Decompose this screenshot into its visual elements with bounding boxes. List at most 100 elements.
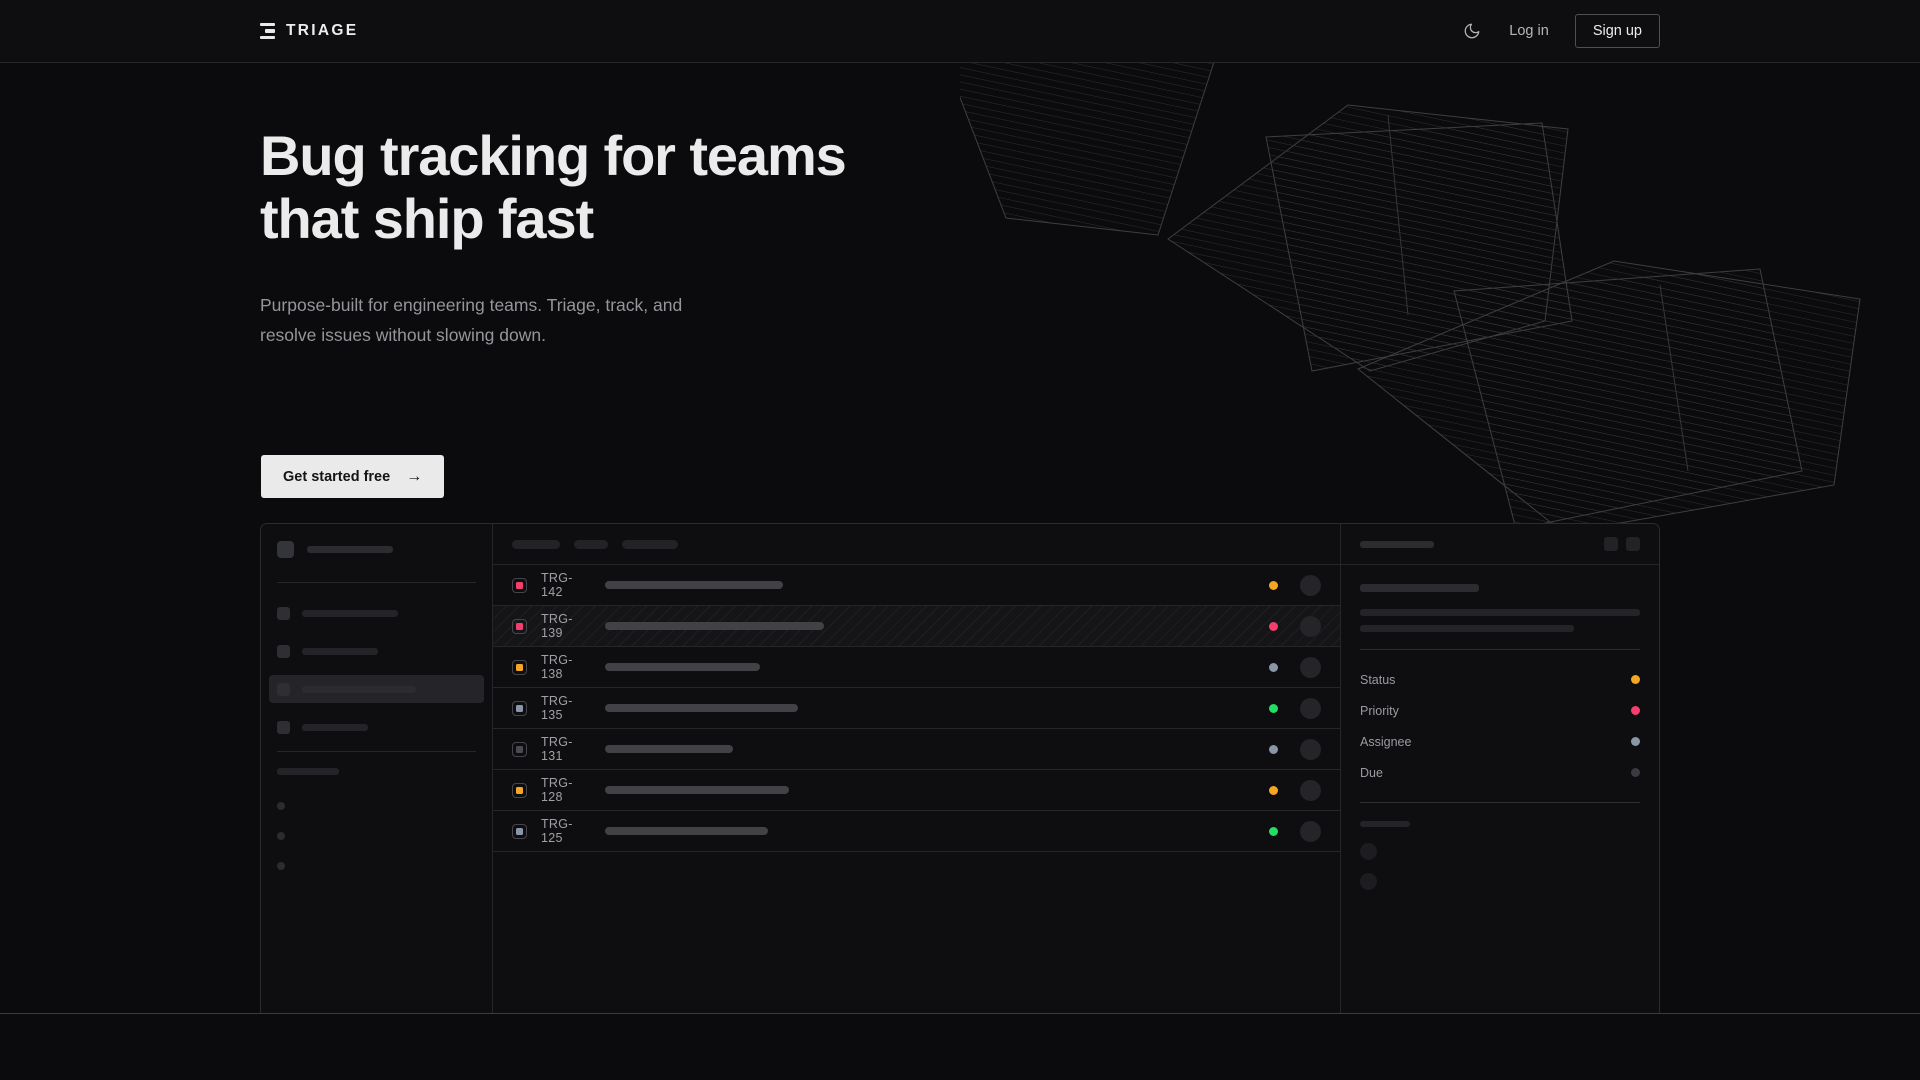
sidebar-sub-item-2[interactable]	[277, 821, 476, 851]
detail-meta-priority[interactable]: Priority	[1360, 695, 1640, 726]
meta-label: Due	[1360, 765, 1383, 780]
avatar[interactable]	[1300, 820, 1321, 842]
issue-title-skeleton	[605, 827, 768, 835]
bullet-icon	[277, 802, 285, 810]
status-badge[interactable]	[512, 577, 527, 593]
status-badge[interactable]	[512, 782, 527, 798]
detail-meta-due[interactable]: Due	[1360, 757, 1640, 788]
signup-button[interactable]: Sign up	[1574, 14, 1660, 48]
activity-avatar-2	[1360, 873, 1377, 890]
sidebar-item-label	[302, 647, 378, 655]
sidebar-item-icon	[277, 720, 290, 734]
table-row[interactable]: TRG-125	[493, 811, 1340, 852]
issue-title-skeleton	[605, 704, 798, 712]
meta-label: Assignee	[1360, 734, 1412, 749]
sidebar-divider-bottom	[277, 751, 476, 752]
sidebar-sub-item-3[interactable]	[277, 851, 476, 881]
sidebar-sub-item-1[interactable]	[277, 791, 476, 821]
sidebar-item-2[interactable]	[269, 637, 484, 665]
table-row[interactable]: TRG-138	[493, 647, 1340, 688]
meta-value-dot	[1631, 737, 1640, 746]
issue-id: TRG-128	[541, 776, 573, 804]
detail-meta-status[interactable]: Status	[1360, 664, 1640, 695]
page-title: Bug tracking for teams that ship fast	[260, 124, 847, 250]
mockup-workspace-switcher[interactable]	[277, 541, 476, 558]
status-badge[interactable]	[512, 741, 527, 757]
login-link[interactable]: Log in	[1509, 23, 1549, 39]
bullet-icon	[277, 862, 285, 870]
bullet-icon	[277, 832, 285, 840]
detail-breadcrumb-skeleton	[1360, 540, 1434, 548]
detail-action-button-2[interactable]	[1626, 537, 1640, 551]
priority-dot	[1269, 785, 1278, 795]
table-row[interactable]: TRG-142	[493, 565, 1340, 606]
status-badge[interactable]	[512, 823, 527, 839]
detail-header	[1341, 524, 1659, 565]
issue-title-skeleton	[605, 663, 760, 671]
meta-value-dot	[1631, 768, 1640, 777]
avatar[interactable]	[1300, 615, 1321, 637]
avatar[interactable]	[1300, 738, 1321, 760]
site-header: TRIAGE Log in Sign up	[0, 0, 1920, 63]
workspace-avatar	[277, 541, 294, 558]
meta-value-dot	[1631, 706, 1640, 715]
hero-subcopy: Purpose-built for engineering teams. Tri…	[260, 295, 683, 346]
decorative-panels	[960, 63, 1861, 534]
detail-desc-line	[1360, 609, 1640, 616]
avatar[interactable]	[1300, 697, 1321, 719]
issue-id: TRG-142	[541, 571, 573, 599]
issue-id: TRG-139	[541, 612, 573, 640]
table-row[interactable]: TRG-139	[493, 606, 1340, 647]
sidebar-divider-top	[277, 582, 476, 583]
get-started-button[interactable]: Get started free →	[261, 455, 445, 498]
detail-title-skeleton	[1360, 584, 1479, 592]
brand-logo[interactable]: TRIAGE	[260, 22, 358, 40]
status-badge[interactable]	[512, 700, 527, 716]
cta-label: Get started free	[283, 468, 391, 485]
sidebar-item-icon	[277, 606, 290, 620]
priority-dot	[1269, 621, 1278, 631]
table-row[interactable]: TRG-131	[493, 729, 1340, 770]
meta-value-dot	[1631, 675, 1640, 684]
hero-section: Bug tracking for teams that ship fast Pu…	[0, 63, 1920, 1013]
priority-dot	[1269, 744, 1278, 754]
detail-meta-assignee[interactable]: Assignee	[1360, 726, 1640, 757]
toolbar-control-1[interactable]	[512, 539, 560, 549]
toolbar-control-2[interactable]	[574, 539, 608, 549]
sidebar-item-1[interactable]	[269, 599, 484, 627]
priority-dot	[1269, 662, 1278, 672]
status-badge[interactable]	[512, 659, 527, 675]
sidebar-item-3[interactable]	[269, 675, 484, 703]
priority-dot	[1269, 826, 1278, 836]
detail-divider	[1360, 649, 1640, 650]
toolbar-control-3[interactable]	[622, 539, 678, 549]
meta-label: Priority	[1360, 703, 1399, 718]
activity-avatar-1	[1360, 843, 1377, 860]
avatar[interactable]	[1300, 779, 1321, 801]
priority-dot	[1269, 580, 1278, 590]
mockup-sidebar	[261, 524, 493, 1013]
issue-id: TRG-138	[541, 653, 573, 681]
issue-id: TRG-135	[541, 694, 573, 722]
avatar[interactable]	[1300, 656, 1321, 678]
sidebar-item-icon	[277, 644, 290, 658]
issue-title-skeleton	[605, 786, 789, 794]
sidebar-item-icon	[277, 682, 290, 696]
meta-label: Status	[1360, 672, 1396, 687]
table-row[interactable]: TRG-135	[493, 688, 1340, 729]
moon-icon[interactable]	[1461, 20, 1483, 42]
brand-name: TRIAGE	[286, 22, 359, 39]
sidebar-item-4[interactable]	[269, 713, 484, 741]
list-toolbar	[493, 524, 1340, 565]
avatar[interactable]	[1300, 574, 1321, 596]
issue-id: TRG-125	[541, 817, 573, 845]
sidebar-item-label	[302, 685, 416, 693]
detail-action-button-1[interactable]	[1604, 537, 1618, 551]
workspace-name-skeleton	[307, 546, 393, 553]
detail-action-buttons	[1604, 537, 1640, 551]
table-row[interactable]: TRG-128	[493, 770, 1340, 811]
status-badge[interactable]	[512, 618, 527, 634]
arrow-right-icon: →	[406, 467, 423, 485]
